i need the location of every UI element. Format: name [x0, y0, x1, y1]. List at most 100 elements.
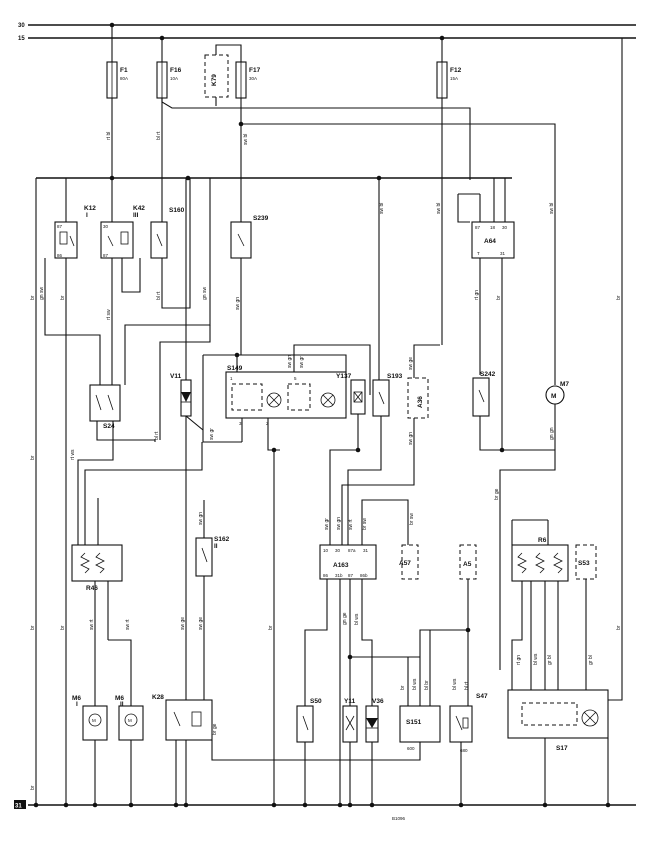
wire-label: sw gn	[408, 432, 414, 445]
rail-15-label: 15	[18, 36, 25, 42]
motor-m7-symbol: M	[551, 393, 556, 400]
switch-s149-label: S149	[227, 365, 243, 372]
pin-label: 87	[348, 573, 354, 578]
switch-s160	[150, 221, 168, 259]
wire-label: sw bl	[549, 203, 555, 214]
wire-label: bl ws	[452, 678, 458, 690]
wire-label: sw ge	[408, 357, 414, 370]
motor-m6-i-symbol: M	[92, 718, 96, 723]
valve-y11-label: Y11	[344, 698, 356, 705]
switch-s50-label: S50	[310, 698, 322, 705]
module-a5-label: A5	[463, 561, 472, 568]
switch-s239-label: S239	[253, 215, 269, 222]
switch-s53-label: S53	[578, 560, 590, 567]
module-a36-label: A36	[417, 396, 424, 408]
module-a163-label: A163	[333, 562, 349, 569]
wire-label: br	[30, 785, 36, 790]
wire-label: br sw	[362, 518, 368, 530]
relay-k12-label: K12	[84, 205, 96, 212]
wire-label: rt sw	[106, 309, 112, 320]
wire-label: sw gn	[336, 517, 342, 530]
wire-label: gr bl	[588, 655, 594, 665]
ground-rail-tag	[14, 800, 26, 809]
pin-label: 1	[230, 376, 233, 381]
pin-label: 2	[266, 421, 269, 426]
pin-label: 31b	[335, 573, 343, 578]
switch-s151-label: S151	[406, 719, 422, 726]
wire-label: bl rt	[156, 131, 162, 140]
pin-label: 86b	[360, 573, 368, 578]
motor-m6-ii	[118, 705, 144, 741]
switch-s47	[449, 705, 473, 743]
fuse-f17-name: F17	[249, 67, 261, 74]
wire-label: sw rt	[89, 619, 95, 630]
wire-label: br ge	[212, 723, 218, 735]
pin-label: 86	[57, 253, 63, 258]
fuse-f12-rating: 15A	[450, 76, 458, 81]
pin-label: 30	[335, 548, 341, 553]
fuse-f1-rating: 80A	[120, 76, 128, 81]
switch-s242-label: S242	[480, 371, 496, 378]
wire-label: sw rt	[348, 519, 354, 530]
switch-s24-label: S24	[103, 423, 115, 430]
pin-label: 30	[502, 225, 508, 230]
switch-s162	[195, 537, 213, 577]
wire-label: br	[60, 295, 66, 300]
wire-label: sw gn	[287, 355, 293, 368]
wire-label: bl rt	[464, 681, 470, 690]
fuse-f17-rating: 30A	[249, 76, 257, 81]
wire-label: br ge	[494, 488, 500, 500]
pin-label: 3	[239, 421, 242, 426]
motor-m6-ii-label: M6	[115, 695, 124, 702]
wire-label: gn ge	[342, 612, 348, 625]
pin-label: 680	[460, 748, 468, 753]
relay-k79	[204, 54, 229, 98]
pin-label: 87	[103, 253, 109, 258]
wire-label: sw ge	[198, 617, 204, 630]
pin-label: 5	[294, 376, 297, 381]
relay-k42-index: III	[133, 212, 139, 219]
switch-s162-index: II	[214, 543, 218, 550]
pin-label: 87	[475, 225, 481, 230]
wire-label: sw rt	[125, 619, 131, 630]
switch-s160-label: S160	[169, 207, 185, 214]
wire-label: rt gn	[474, 290, 480, 300]
pin-label: 87	[57, 224, 63, 229]
wire-label: sw bl	[379, 203, 385, 214]
switch-s193	[372, 379, 390, 417]
wire-label: gr bl	[547, 655, 553, 665]
wire-label: rt bl	[106, 132, 112, 140]
module-a163	[319, 544, 377, 580]
fuse-f12-name: F12	[450, 67, 462, 74]
wire-label: sw ge	[180, 617, 186, 630]
diode-v36-label: V36	[372, 698, 384, 705]
wire-label: bl br	[424, 680, 430, 690]
wire-label: sw bl	[436, 203, 442, 214]
module-a36	[407, 377, 429, 419]
rail-30-label: 30	[18, 23, 25, 29]
valve-y137-label: Y137	[336, 373, 352, 380]
wire-label: br	[400, 685, 406, 690]
switch-s17-label: S17	[556, 745, 568, 752]
resistor-r46	[71, 544, 123, 582]
relay-k12-index: I	[86, 212, 88, 219]
module-a64	[471, 221, 515, 259]
valve-y11	[342, 705, 358, 743]
fuse-f16-rating: 10A	[170, 76, 178, 81]
pin-label: T	[477, 251, 480, 256]
pin-label: 10	[323, 548, 329, 553]
wire-label: sw bl	[243, 134, 249, 145]
wire-label: br sw	[409, 513, 415, 525]
motor-m6-i-label: M6	[72, 695, 81, 702]
wire-label: gn sw	[202, 287, 208, 300]
wire-label: br	[616, 295, 622, 300]
footer-code: B1096	[392, 816, 406, 821]
switch-s242	[472, 377, 490, 417]
wire-label: br	[30, 455, 36, 460]
wire-label: br	[30, 625, 36, 630]
wire-label: gn sw	[39, 287, 45, 300]
motor-m6-i-index: I	[76, 701, 78, 708]
wire-label: bl rt	[156, 291, 162, 300]
wire-label: bl ws	[533, 653, 539, 665]
